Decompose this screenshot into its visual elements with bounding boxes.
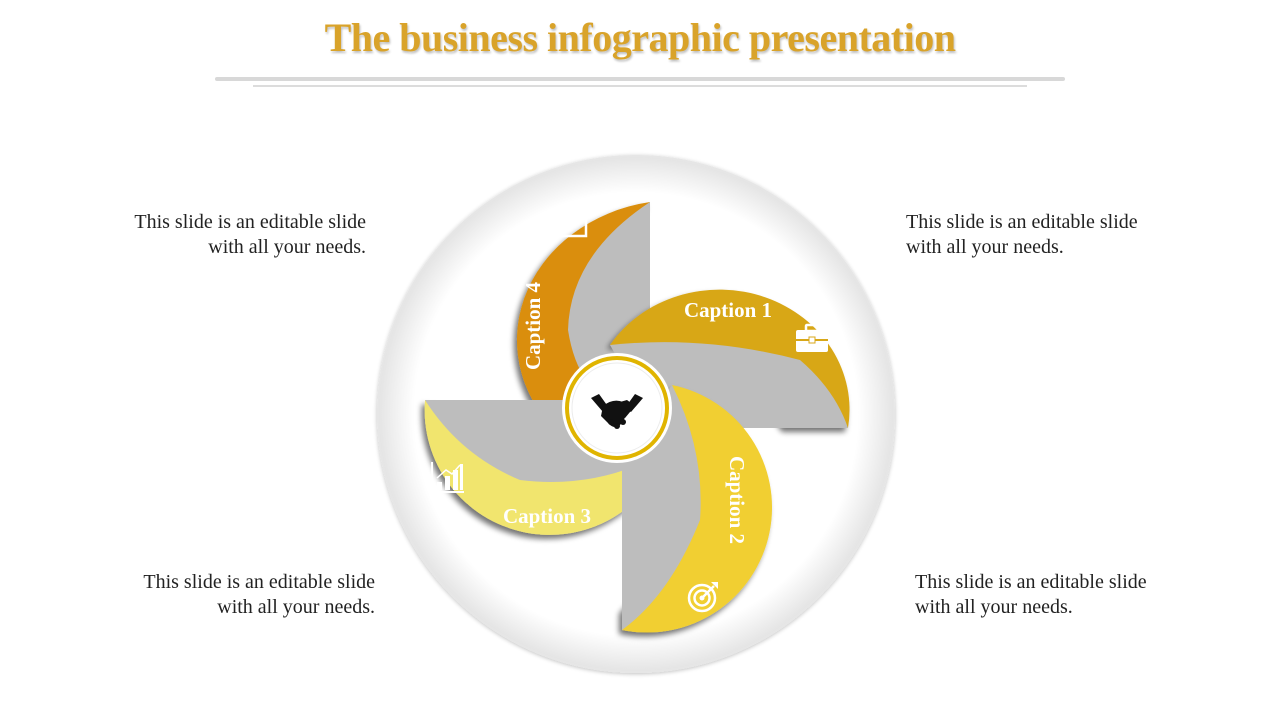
description-line: with all your needs. <box>906 236 1064 258</box>
title-underline-thin <box>253 85 1027 87</box>
money-icon <box>548 205 588 238</box>
title-underline <box>215 77 1065 81</box>
description-line: with all your needs. <box>217 596 375 618</box>
description-line: This slide is an editable slide <box>906 211 1138 233</box>
hub-ring <box>565 356 669 460</box>
briefcase-icon <box>796 323 828 352</box>
caption-2-label: Caption 2 <box>725 456 749 544</box>
description-top-right: This slide is an editable slide with all… <box>906 210 1206 260</box>
page-title: The business infographic presentation <box>324 15 956 60</box>
description-line: with all your needs. <box>208 236 366 258</box>
description-bottom-right: This slide is an editable slide with all… <box>915 570 1215 620</box>
description-line: This slide is an editable slide <box>143 571 375 593</box>
bar-chart-icon <box>431 462 464 493</box>
description-line: This slide is an editable slide <box>915 571 1147 593</box>
description-top-left: This slide is an editable slide with all… <box>66 210 366 260</box>
description-line: with all your needs. <box>915 596 1073 618</box>
description-line: This slide is an editable slide <box>134 211 366 233</box>
target-icon <box>687 582 718 613</box>
description-bottom-left: This slide is an editable slide with all… <box>75 570 375 620</box>
caption-3-label: Caption 3 <box>503 504 591 528</box>
caption-4-label: Caption 4 <box>521 281 545 370</box>
handshake-icon <box>591 394 643 429</box>
caption-1-label: Caption 1 <box>684 298 772 322</box>
